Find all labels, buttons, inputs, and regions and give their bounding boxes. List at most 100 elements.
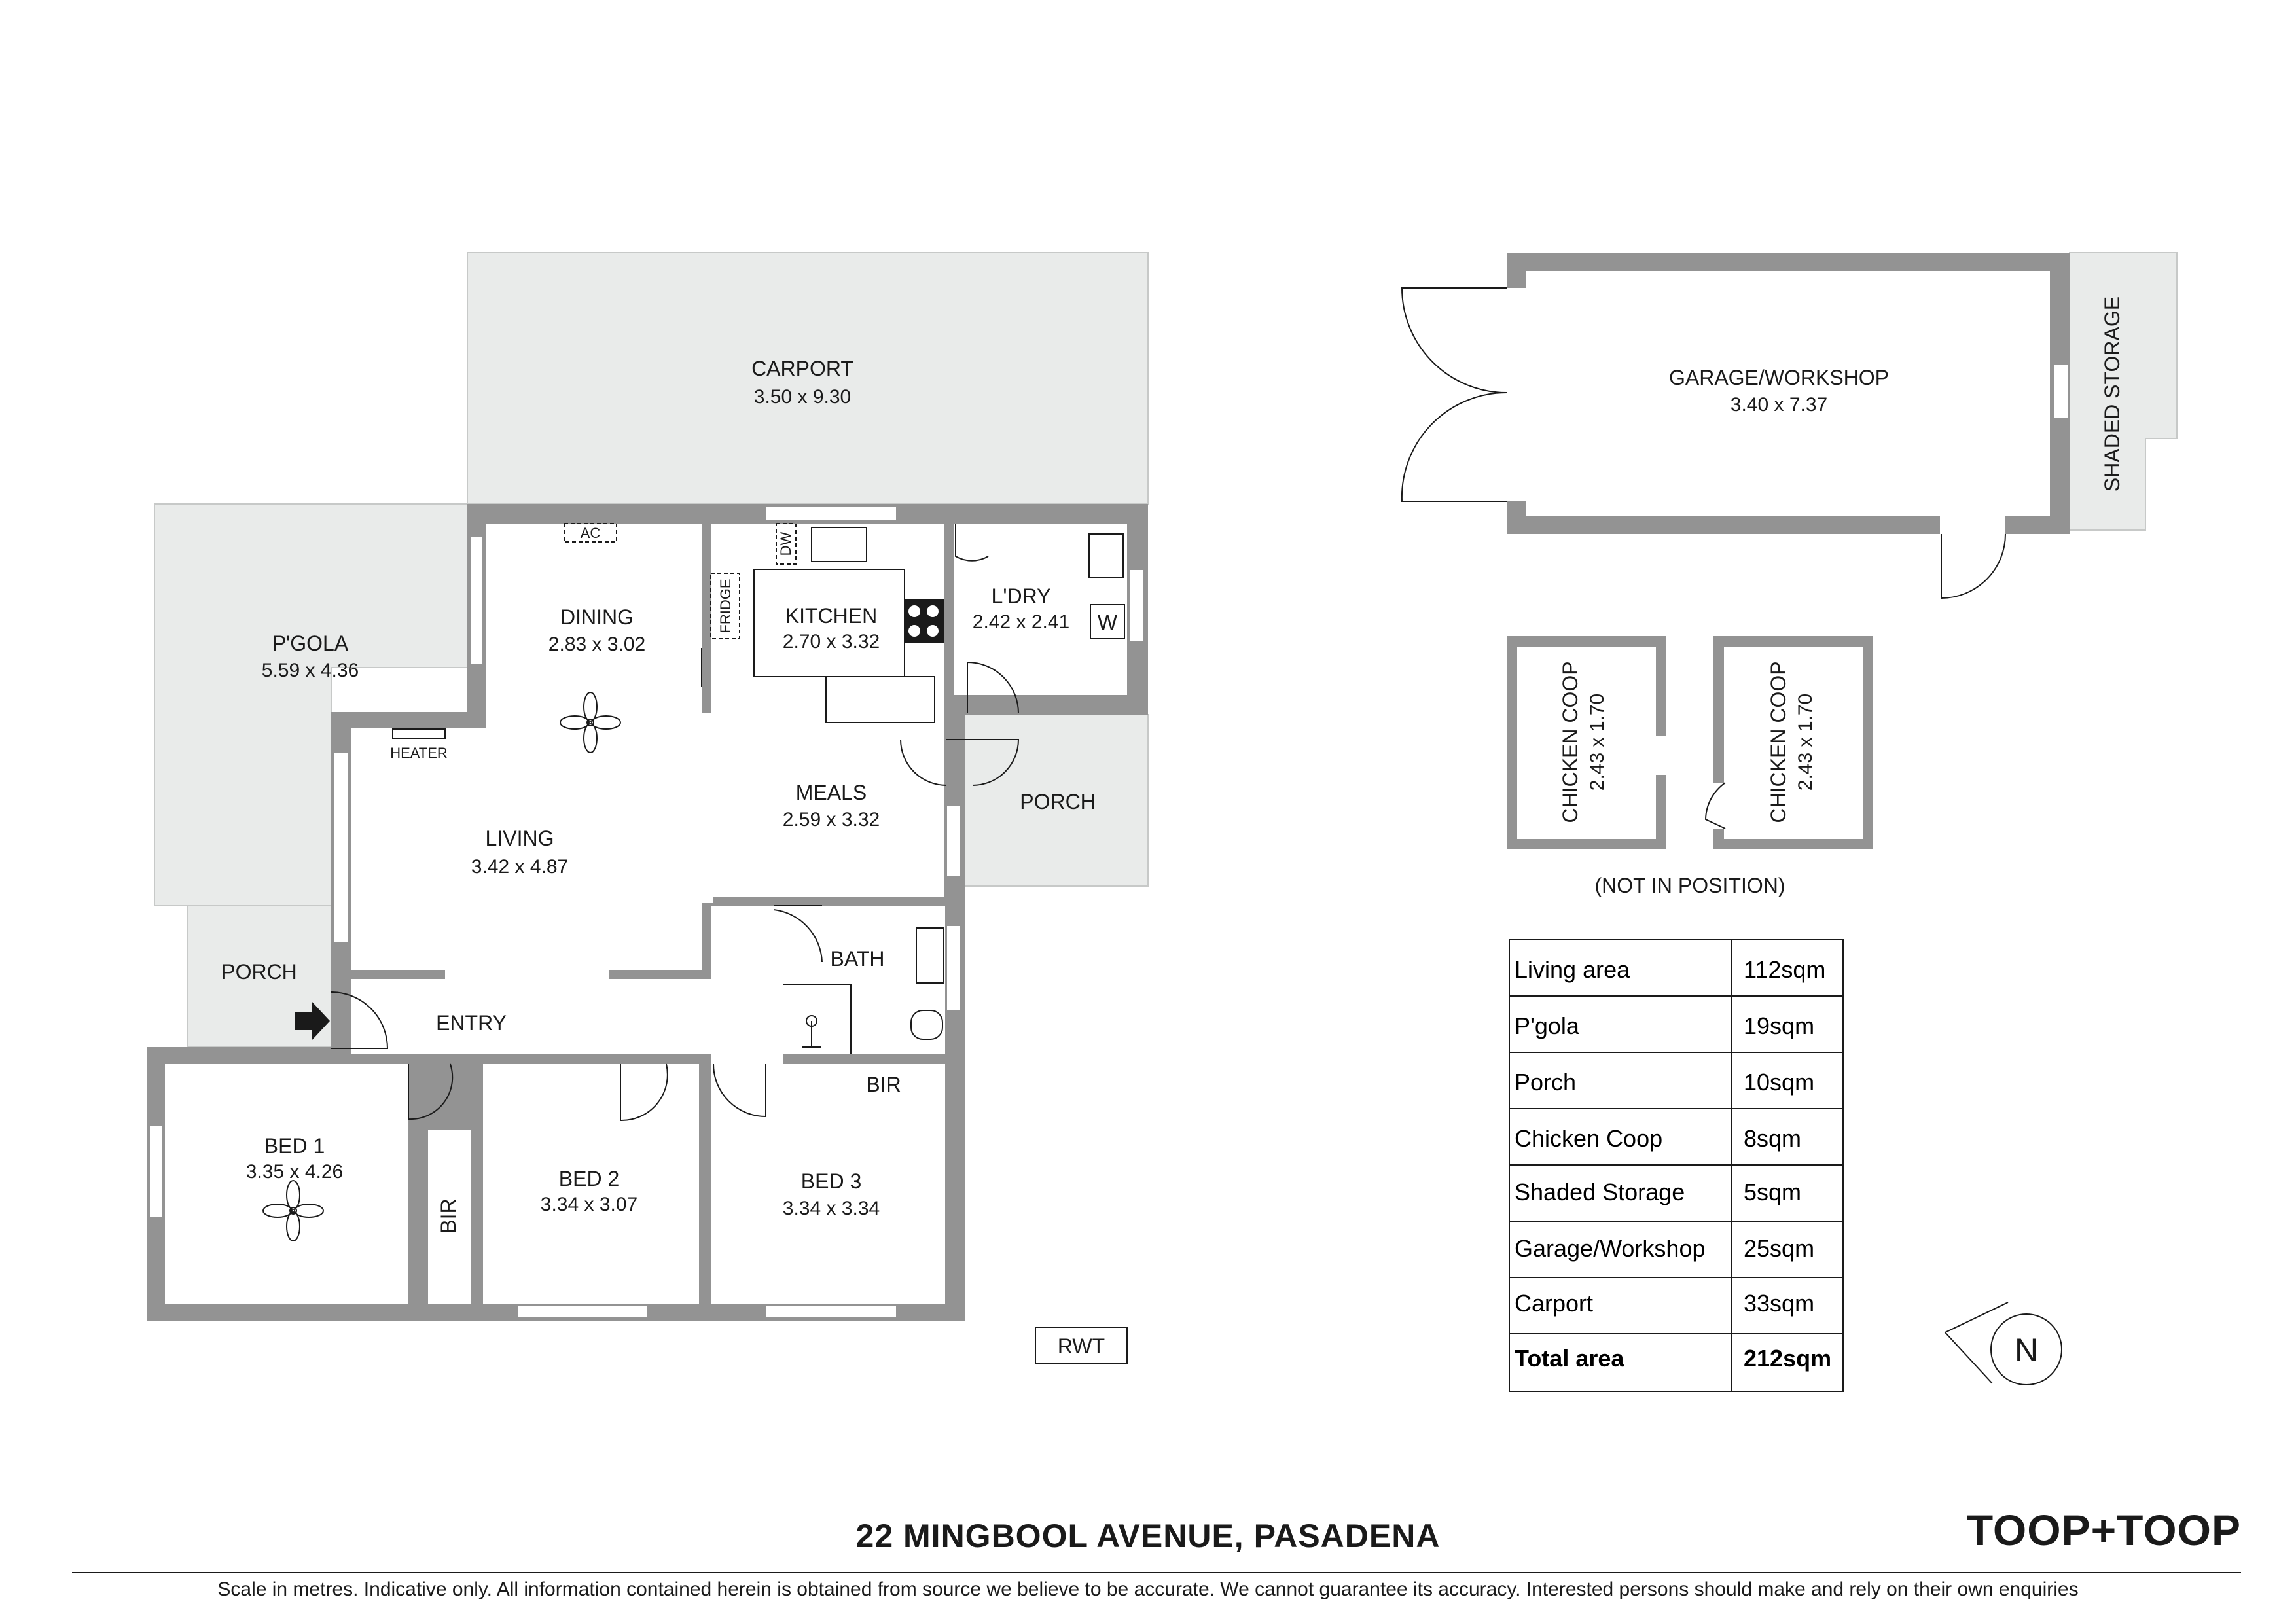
laundry-name: L'DRY	[992, 584, 1051, 608]
garage-window	[2053, 363, 2069, 419]
fridge-label: FRIDGE	[717, 579, 734, 633]
garage-floor	[1526, 271, 2050, 516]
washer-icon	[1090, 604, 1125, 639]
living-entry-opening	[445, 967, 609, 982]
living-meals-opening	[699, 713, 713, 903]
shower-icon	[783, 984, 852, 1054]
brand-logo: TOOP+TOOP	[1966, 1506, 2241, 1554]
entry-door	[331, 991, 389, 1049]
carport-name: CARPORT	[751, 357, 853, 380]
bir1-floor	[428, 1130, 471, 1304]
dining-floor	[486, 524, 702, 720]
fridge-icon	[710, 573, 740, 639]
laundry-dims: 2.42 x 2.41	[973, 611, 1069, 633]
property-address: 22 MINGBOOL AVENUE, PASADENA	[855, 1518, 1441, 1554]
area-value: 5sqm	[1744, 1179, 1801, 1205]
bed3-dims: 3.34 x 3.34	[783, 1198, 880, 1219]
rwt-label: RWT	[1058, 1334, 1105, 1358]
toilet-icon	[910, 1010, 943, 1040]
living-window	[333, 752, 349, 943]
kitchen-bench	[753, 569, 905, 677]
bed3-name: BED 3	[801, 1169, 861, 1193]
coop1-opening	[1653, 736, 1669, 775]
coop1-dims: 2.43 x 1.70	[1587, 694, 1608, 791]
ceiling-fan-icon	[262, 1180, 324, 1241]
area-value: 112sqm	[1744, 956, 1825, 983]
dining-dims: 2.83 x 3.02	[548, 633, 645, 655]
compass-letter: N	[2015, 1332, 2038, 1368]
bed2-name: BED 2	[559, 1167, 619, 1190]
entry-floor	[351, 979, 772, 1054]
dishwasher-label: DW	[778, 531, 794, 556]
bed2-window	[516, 1304, 649, 1319]
footer-divider	[72, 1572, 2241, 1573]
area-total-value: 212sqm	[1744, 1345, 1831, 1372]
coop2-dims: 2.43 x 1.70	[1795, 694, 1816, 791]
dining-window	[469, 536, 484, 666]
area-label: Living area	[1515, 956, 1630, 983]
kitchen-window	[765, 506, 897, 522]
entry-arrow-icon	[295, 1001, 330, 1041]
pgola-dims: 5.59 x 4.36	[262, 660, 359, 681]
bir-bed1-name: BIR	[437, 1198, 460, 1233]
kitchen-island	[825, 676, 935, 723]
coop2-opening	[1711, 783, 1727, 829]
area-label: Garage/Workshop	[1515, 1235, 1705, 1262]
burner-icon	[908, 625, 920, 637]
bed3-window	[765, 1304, 897, 1319]
bed3-door	[713, 1063, 766, 1118]
shower-head-icon	[806, 1015, 817, 1027]
coop1-floor	[1517, 647, 1656, 839]
bed3-floor	[711, 1064, 945, 1304]
ac-label: AC	[581, 525, 601, 541]
coop1-name: CHICKEN COOP	[1558, 661, 1582, 823]
garage-opening	[1503, 288, 1529, 501]
laundry-tub-icon	[1088, 533, 1124, 578]
meals-dims: 2.59 x 3.32	[783, 809, 880, 830]
living-name: LIVING	[486, 827, 554, 850]
sink-icon	[811, 527, 867, 562]
carport-dims: 3.50 x 9.30	[754, 386, 851, 408]
area-label: Carport	[1515, 1290, 1593, 1317]
area-value: 10sqm	[1744, 1069, 1814, 1096]
not-in-position-note: (NOT IN POSITION)	[1595, 874, 1785, 897]
meals-porch-door	[900, 739, 1020, 786]
area-value: 8sqm	[1744, 1125, 1801, 1152]
area-value: 19sqm	[1744, 1012, 1814, 1039]
laundry-inner-door	[955, 524, 989, 562]
area-table: Living area 112sqm P'gola 19sqm Porch 10…	[1509, 939, 1844, 1392]
compass-arrow-icon	[1944, 1302, 2009, 1384]
meals-window	[946, 804, 961, 878]
cooktop-icon	[905, 599, 944, 643]
kitchen-dims: 2.70 x 3.32	[783, 631, 880, 652]
porch-west-name: PORCH	[221, 960, 297, 984]
kitchen-name: KITCHEN	[785, 604, 877, 628]
bath-door	[773, 905, 823, 963]
laundry-window	[1129, 569, 1145, 642]
area-value: 25sqm	[1744, 1235, 1814, 1262]
hall-floor	[711, 906, 783, 1064]
heater-icon	[392, 728, 446, 739]
area-total-label: Total area	[1515, 1345, 1624, 1372]
heater-label: HEATER	[390, 745, 448, 761]
bed2-door	[620, 1063, 668, 1122]
ac-icon	[564, 523, 617, 543]
shaded-storage-name: SHADED STORAGE	[2100, 296, 2124, 491]
entry-name: ENTRY	[436, 1011, 507, 1035]
bed1-floor	[165, 1064, 408, 1304]
coop2-name: CHICKEN COOP	[1767, 661, 1790, 823]
area-label: Chicken Coop	[1515, 1125, 1662, 1152]
bir-bed3-name: BIR	[866, 1073, 901, 1096]
bed2-dims: 3.34 x 3.07	[541, 1194, 637, 1215]
living-dims: 3.42 x 4.87	[471, 856, 568, 878]
burner-icon	[908, 605, 920, 617]
meals-floor	[711, 720, 944, 897]
bed2-floor	[483, 1064, 699, 1304]
area-label: Shaded Storage	[1515, 1179, 1685, 1205]
disclaimer-text: Scale in metres. Indicative only. All in…	[217, 1578, 2079, 1600]
dishwasher-icon	[776, 523, 797, 565]
porch-east-area	[964, 714, 1149, 887]
garage-dims: 3.40 x 7.37	[1731, 394, 1827, 416]
garage-side-door	[1941, 533, 2006, 599]
